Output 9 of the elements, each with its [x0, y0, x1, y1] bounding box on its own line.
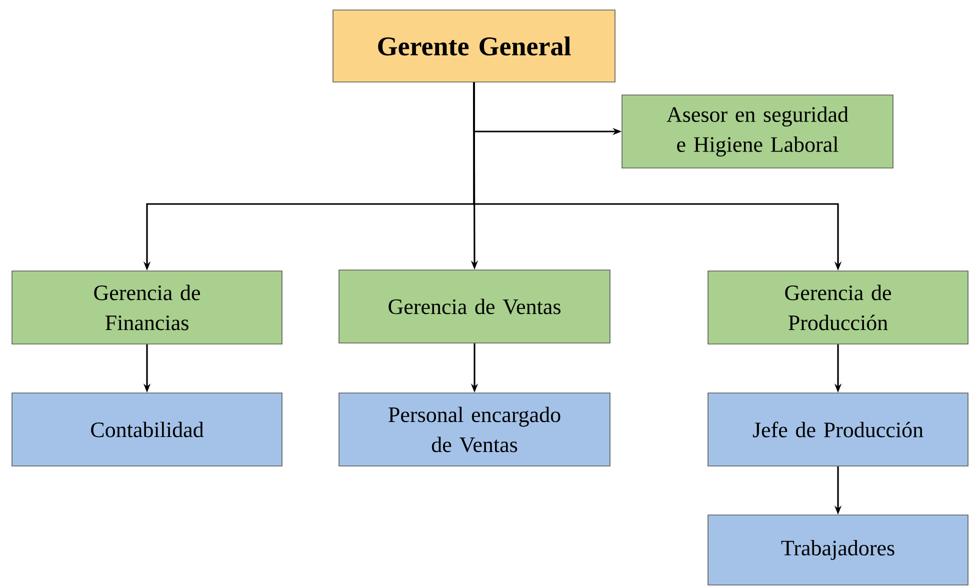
department-box: Personal encargado de Ventas	[338, 392, 610, 466]
department-box: Jefe de Producción	[708, 392, 968, 466]
department-box: Gerencia de Ventas	[338, 270, 610, 344]
department-box: Contabilidad	[12, 392, 282, 466]
department-box: Gerencia de Financias	[12, 270, 282, 344]
title-box: Gerente General	[332, 10, 616, 82]
department-box: Gerencia de Producción	[708, 270, 968, 344]
department-box: Trabajadores	[708, 514, 968, 586]
department-box: Asesor en seguridad e Higiene Laboral	[622, 94, 894, 168]
